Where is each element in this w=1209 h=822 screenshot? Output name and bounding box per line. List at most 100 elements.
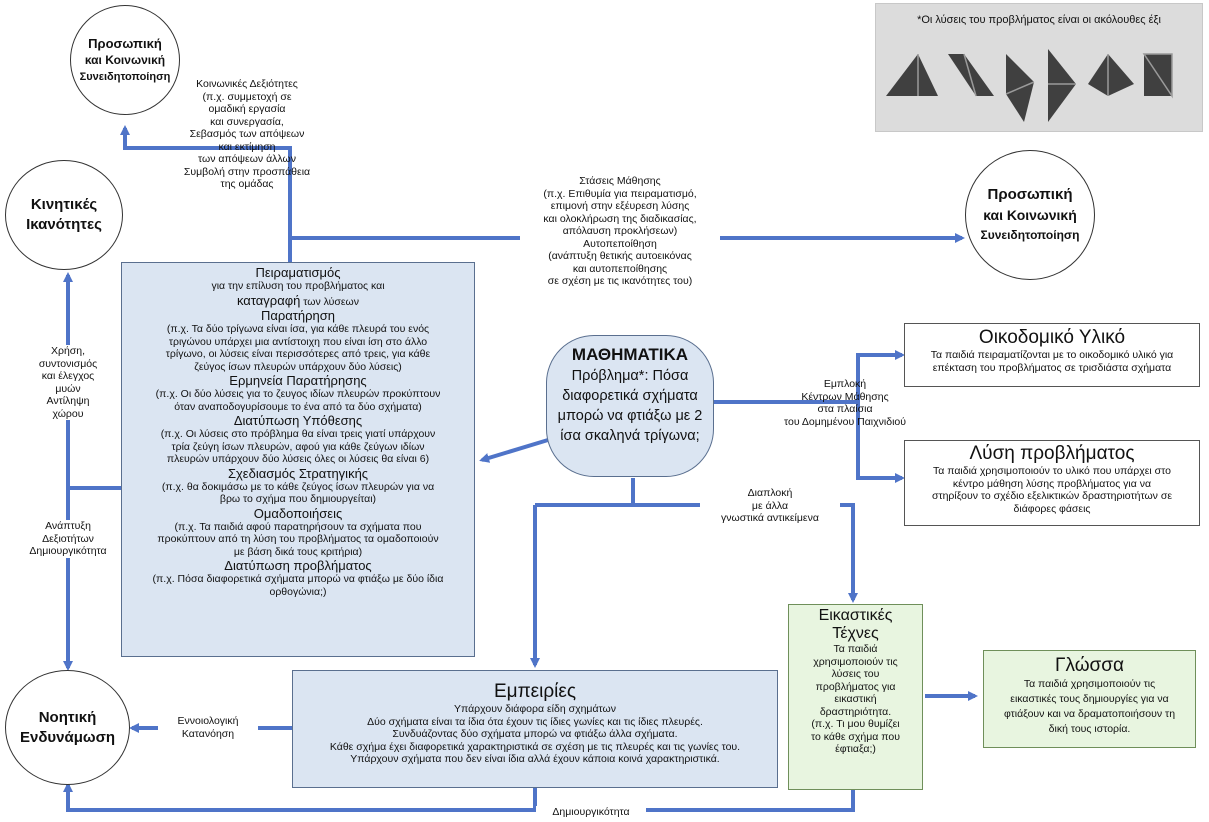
- language-title: Γλώσσα: [1055, 655, 1124, 676]
- solutions-panel: *Οι λύσεις του προβλήματος είναι οι ακόλ…: [875, 3, 1203, 132]
- circle-line: Κινητικές: [30, 196, 98, 213]
- language-box: Γλώσσα Τα παιδιά χρησιμοποιούν τις εικασ…: [983, 650, 1196, 748]
- math-title: ΜΑΘΗΜΑΤΙΚΑ: [571, 345, 689, 364]
- process-heading: Σχεδιασμός Στρατηγικής: [227, 465, 369, 481]
- process-section: Παρατήρηση (π.χ. Τα δύο τρίγωνα είναι ίσ…: [122, 308, 474, 373]
- language-line: δική τους ιστορία.: [1048, 723, 1131, 735]
- arts-line: έφτιαξα;): [835, 743, 876, 755]
- arrow-to-top-left-circle: [125, 128, 292, 262]
- process-line: (π.χ. Τα παιδιά αφού παρατηρήσουν τα σχή…: [174, 520, 422, 533]
- arrow-bottom-creativity: [63, 782, 855, 812]
- process-section: Διατύπωση Υπόθεσης (π.χ. Οι λύσεις στο π…: [122, 413, 474, 466]
- process-line: (π.χ. Τα δύο τρίγωνα είναι ίσα, για κάθε…: [166, 323, 430, 335]
- math-down-line: [535, 478, 635, 507]
- arts-line: εικαστική: [834, 693, 877, 705]
- circle-top-left-awareness: Προσωπική και Κοινωνική Συνειδητοποίηση: [70, 5, 180, 115]
- process-section: καταγραφή των λύσεων: [122, 293, 474, 309]
- arrow-to-building: [856, 350, 905, 402]
- arts-title: Εικαστικές: [818, 607, 893, 624]
- process-section: Σχεδιασμός Στρατηγικής (π.χ. θα δοκιμάσω…: [122, 466, 474, 506]
- circle-line: Νοητική: [38, 708, 97, 726]
- process-heading: Διατύπωση προβλήματος: [224, 558, 372, 573]
- experiences-line: Υπάρχουν σχήματα που δεν είναι ίδια αλλά…: [350, 753, 720, 765]
- circle-line: Ενδυνάμωση: [19, 728, 115, 746]
- process-line: τρίγωνο, οι λύσεις είναι περισσότερες απ…: [165, 348, 431, 360]
- process-line: ορθογώνια;): [269, 585, 327, 598]
- experiences-title: Εμπειρίες: [493, 681, 577, 702]
- solutions-note: *Οι λύσεις του προβλήματος είναι οι ακόλ…: [917, 14, 1161, 26]
- building-line: Τα παιδιά πειραματίζονται με το οικοδομι…: [930, 349, 1174, 361]
- circle-line: και Κοινωνική: [983, 207, 1077, 223]
- label-motor-use: Χρήση, συντονισμός και έλεγχος μυών Αντί…: [24, 345, 112, 420]
- process-line: τριγώνου υπάρχει μια αντίστοιχη που είνα…: [168, 335, 428, 348]
- solving-title: Λύση προβλήματος: [969, 443, 1135, 464]
- process-heading: καταγραφή: [236, 292, 301, 308]
- process-box: Πειραματισμός για την επίλυση του προβλή…: [121, 262, 475, 657]
- experiences-line: Συνδυάζοντας δύο σχήματα μπορώ να φτιάξω…: [392, 728, 678, 740]
- arts-line: Τα παιδιά: [833, 643, 878, 655]
- circle-line: Προσωπική: [987, 186, 1073, 203]
- process-line: βρω το σχήμα που δημιουργείται): [219, 493, 377, 505]
- solution-shapes: [886, 49, 1173, 122]
- arts-line: το κάθε σχήμα που: [811, 730, 900, 743]
- process-section: Ομαδοποιήσεις (π.χ. Τα παιδιά αφού παρατ…: [122, 506, 474, 559]
- circle-line: και Κοινωνική: [84, 52, 166, 67]
- building-line: επέκταση του προβλήματος σε τρισδιάστα σ…: [932, 361, 1172, 374]
- process-section: Πειραματισμός για την επίλυση του προβλή…: [122, 265, 474, 293]
- process-section: Διατύπωση προβλήματος (π.χ. Πόσα διαφορε…: [122, 558, 474, 598]
- arts-line: (π.χ. Τι μου θυμίζει: [811, 718, 900, 730]
- math-center-node: ΜΑΘΗΜΑΤΙΚΑ Πρόβλημα*: Πόσα διαφορετικά σ…: [546, 335, 714, 477]
- circle-kinetic-abilities: Κινητικές Ικανότητες: [5, 160, 123, 270]
- math-line: διαφορετικά σχήματα: [562, 388, 698, 404]
- experiences-line: Υπάρχουν διάφορα είδη σχημάτων: [454, 703, 616, 715]
- solution-shape-5: [1088, 54, 1134, 96]
- arts-title: Τέχνες: [832, 625, 879, 642]
- label-creativity-development: Ανάπτυξη Δεξιοτήτων Δημιουργικότητα: [18, 520, 118, 558]
- arts-line: δραστηριότητα.: [819, 705, 892, 718]
- experiences-line: Κάθε σχήμα έχει διαφορετικά χαρακτηριστι…: [329, 740, 741, 753]
- process-line: πλευρών υπάρχουν δύο λύσεις όλες οι λύσε…: [166, 453, 430, 465]
- circle-line: Ικανότητες: [26, 216, 102, 233]
- building-title: Οικοδομικό Υλικό: [978, 327, 1126, 348]
- arrow-to-solving: [856, 402, 905, 483]
- process-line: (π.χ. θα δοκιμάσω με το κάθε ζεύγος ίσων…: [161, 480, 435, 493]
- label-conceptual-understanding: Εννοιολογική Κατανόηση: [158, 715, 258, 740]
- label-interweave: Διαπλοκή με άλλα γνωστικά αντικείμενα: [700, 487, 840, 525]
- language-line: εικαστικές τους δημιουργίες για να: [1010, 693, 1169, 705]
- experiences-box: Εμπειρίες Υπάρχουν διάφορα είδη σχημάτων…: [292, 670, 778, 788]
- label-creativity-bottom: Δημιουργικότητα: [536, 806, 646, 819]
- process-line: (π.χ. Πόσα διαφορετικά σχήματα μπορώ να …: [152, 573, 444, 585]
- process-line: (π.χ. Οι δύο λύσεις για το ζευγος ιδίων …: [155, 388, 441, 400]
- problem-solving-box: Λύση προβλήματος Τα παιδιά χρησιμοποιούν…: [904, 440, 1200, 526]
- label-involvement: Εμπλοκή Κέντρων Μάθησης στα πλαίσια του …: [784, 378, 906, 428]
- process-heading: Πειραματισμός: [255, 265, 341, 280]
- label-social-skills: Κοινωνικές Δεξιότητες (π.χ. συμμετοχή σε…: [183, 78, 311, 190]
- process-line: ζεύγος ίσων πλευρών υπάρχουν δύο λύσεις): [194, 360, 402, 373]
- process-heading: Διατύπωση Υπόθεσης: [233, 413, 363, 428]
- process-line: για την επίλυση του προβλήματος και: [211, 280, 385, 292]
- solution-shape-4: [1048, 49, 1076, 122]
- language-line: φτιάξουν και να δραματοποιήσουν τη: [1003, 708, 1176, 720]
- process-heading: Ομαδοποιήσεις: [253, 505, 343, 521]
- process-line: όταν αναποδογυρίσουμε το ένα από τα δύο …: [174, 400, 422, 413]
- visual-arts-box: Εικαστικές Τέχνες Τα παιδιά χρησιμοποιού…: [788, 604, 923, 790]
- solving-line: στηρίξουν το σχέδιο εξελικτικών δραστηρι…: [931, 490, 1173, 502]
- math-line: ίσα σκαληνά τρίγωνα;: [560, 428, 700, 444]
- building-material-box: Οικοδομικό Υλικό Τα παιδιά πειραματίζοντ…: [904, 323, 1200, 387]
- process-line: προκύπτουν από τη λύση του προβλήματος τ…: [157, 533, 439, 545]
- solution-shape-1: [886, 54, 938, 96]
- arts-line: λύσεις του: [831, 668, 880, 680]
- process-line: με βάση δικά τους κριτήρια): [233, 545, 363, 558]
- label-learning-attitudes: Στάσεις Μάθησης (π.χ. Επιθυμία για πειρα…: [520, 175, 720, 288]
- circle-right-awareness: Προσωπική και Κοινωνική Συνειδητοποίηση: [965, 150, 1095, 280]
- solving-line: διάφορες φάσεις: [1013, 502, 1091, 515]
- process-line: (π.χ. Οι λύσεις στο πρόβλημα θα είναι τρ…: [160, 428, 436, 440]
- process-heading: Παρατήρηση: [260, 308, 336, 323]
- process-heading-suffix: των λύσεων: [300, 295, 360, 308]
- arts-line: προβλήματος για: [815, 680, 896, 693]
- language-line: Τα παιδιά χρησιμοποιούν τις: [1023, 678, 1156, 690]
- solution-shape-2: [948, 54, 994, 96]
- math-line: Πρόβλημα*: Πόσα: [571, 368, 689, 384]
- circle-line: Συνειδητοποίηση: [980, 228, 1080, 242]
- arts-line: χρησιμοποιούν τις: [813, 655, 898, 668]
